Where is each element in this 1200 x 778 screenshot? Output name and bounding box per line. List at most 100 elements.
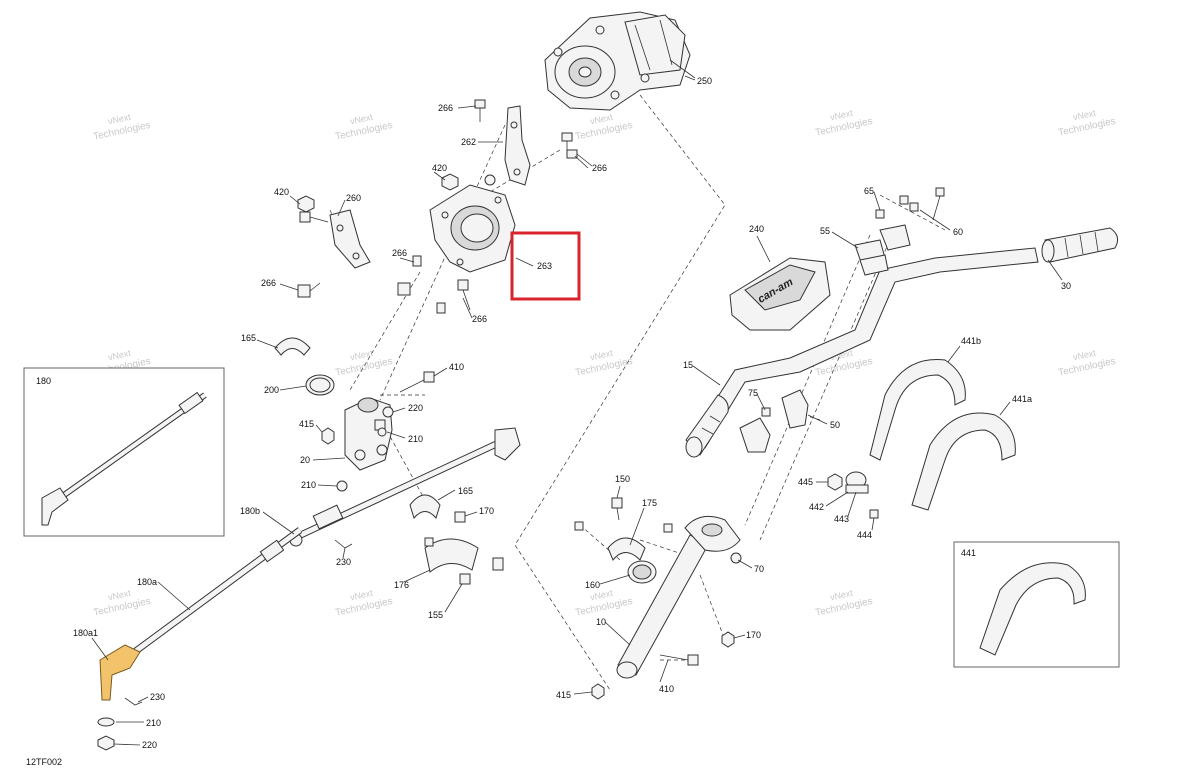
- label-180a: 180a: [137, 577, 157, 587]
- part-263-mounting-plate: [429, 174, 516, 273]
- label-240: 240: [749, 224, 764, 234]
- washers-220-210: [321, 406, 394, 492]
- label-200: 200: [264, 385, 279, 395]
- label-160: 160: [585, 580, 600, 590]
- label-210: 210: [146, 718, 161, 728]
- part-200-ring: [305, 374, 335, 396]
- part-441b-cover: [869, 358, 966, 461]
- label-65: 65: [864, 186, 874, 196]
- watermark: vNext Technologies: [1057, 348, 1116, 379]
- label-230: 230: [336, 557, 351, 567]
- part-30-grip: [1041, 227, 1119, 263]
- part-180a-tie-rod: [107, 527, 303, 673]
- label-170: 170: [479, 506, 494, 516]
- label-175: 175: [642, 498, 657, 508]
- watermark: vNext Technologies: [334, 588, 393, 619]
- watermark: vNext Technologies: [574, 348, 633, 379]
- label-60: 60: [953, 227, 963, 237]
- part-10-steering-column: [616, 515, 741, 679]
- label-266: 266: [438, 103, 453, 113]
- part-165-clamp-upper: [274, 337, 311, 356]
- svg-text:vNext: vNext: [349, 588, 374, 603]
- label-15: 15: [683, 360, 693, 370]
- part-55-65-60-upper-clamps: [854, 187, 945, 276]
- part-labels: 250 266 262 266 420 420 260 263 266 266 …: [36, 76, 1071, 750]
- hardware-230-210-220: [97, 697, 143, 751]
- label-165: 165: [458, 486, 473, 496]
- label-30: 30: [1061, 281, 1071, 291]
- label-165: 165: [241, 333, 256, 343]
- label-220: 220: [142, 740, 157, 750]
- diagram-code: 12TF002: [26, 757, 62, 767]
- inset-180: [23, 367, 225, 537]
- label-230: 230: [150, 692, 165, 702]
- label-266: 266: [592, 163, 607, 173]
- part-230-cotter-pin: [334, 539, 353, 549]
- label-210: 210: [301, 480, 316, 490]
- part-50-lower-clamps: [739, 389, 809, 453]
- svg-text:vNext: vNext: [589, 112, 614, 127]
- label-50: 50: [830, 420, 840, 430]
- inset-441: [953, 541, 1120, 668]
- part-250-power-steering-unit: [544, 11, 696, 111]
- watermark: vNext Technologies: [334, 112, 393, 143]
- svg-text:vNext: vNext: [107, 588, 132, 603]
- svg-text:vNext: vNext: [107, 112, 132, 127]
- part-262-bracket: [478, 105, 531, 186]
- label-444: 444: [857, 530, 872, 540]
- part-160-bushing: [627, 560, 657, 584]
- label-20: 20: [300, 455, 310, 465]
- part-180a1-ball-joint: [99, 644, 141, 701]
- part-15-handlebar: [689, 247, 1039, 449]
- label-55: 55: [820, 226, 830, 236]
- label-10: 10: [596, 617, 606, 627]
- svg-text:vNext: vNext: [589, 588, 614, 603]
- part-410-bolt: [399, 371, 435, 393]
- svg-text:vNext: vNext: [107, 348, 132, 363]
- hardware-70-170-410-415: [591, 552, 742, 700]
- label-410: 410: [659, 684, 674, 694]
- label-410: 410: [449, 362, 464, 372]
- label-266: 266: [392, 248, 407, 258]
- label-180a1: 180a1: [73, 628, 98, 638]
- label-220: 220: [408, 403, 423, 413]
- part-441a-cover: [911, 412, 1016, 511]
- svg-text:vNext: vNext: [829, 108, 854, 123]
- part-20-steering-shaft-housing: [344, 397, 393, 471]
- watermark: vNext Technologies: [92, 112, 151, 143]
- watermark: vNext Technologies: [574, 588, 633, 619]
- label-75: 75: [748, 388, 758, 398]
- leader-lines: [91, 75, 1063, 746]
- label-150: 150: [615, 474, 630, 484]
- label-441a: 441a: [1012, 394, 1032, 404]
- part-260-bracket: [299, 209, 371, 269]
- svg-text:vNext: vNext: [349, 348, 374, 363]
- svg-text:vNext: vNext: [1072, 108, 1097, 123]
- bolts-266: [297, 99, 593, 314]
- label-263: 263: [537, 261, 552, 271]
- label-445: 445: [798, 477, 813, 487]
- label-415: 415: [556, 690, 571, 700]
- watermark: vNext Technologies: [814, 108, 873, 139]
- nuts-420: [297, 173, 459, 213]
- label-170: 170: [746, 630, 761, 640]
- watermark: vNext Technologies: [814, 588, 873, 619]
- label-415: 415: [299, 419, 314, 429]
- svg-text:vNext: vNext: [1072, 348, 1097, 363]
- label-441: 441: [961, 548, 976, 558]
- label-70: 70: [754, 564, 764, 574]
- label-176: 176: [394, 580, 409, 590]
- label-180: 180: [36, 376, 51, 386]
- label-250: 250: [697, 76, 712, 86]
- label-266: 266: [261, 278, 276, 288]
- label-155: 155: [428, 610, 443, 620]
- label-420: 420: [274, 187, 289, 197]
- watermark: vNext Technologies: [92, 588, 151, 619]
- part-150-bolt: [611, 497, 623, 521]
- watermark: vNext Technologies: [1057, 108, 1116, 139]
- svg-text:vNext: vNext: [349, 112, 374, 127]
- part-176-clamp: [424, 511, 504, 585]
- svg-text:vNext: vNext: [589, 348, 614, 363]
- watermark: vNext Technologies: [334, 348, 393, 379]
